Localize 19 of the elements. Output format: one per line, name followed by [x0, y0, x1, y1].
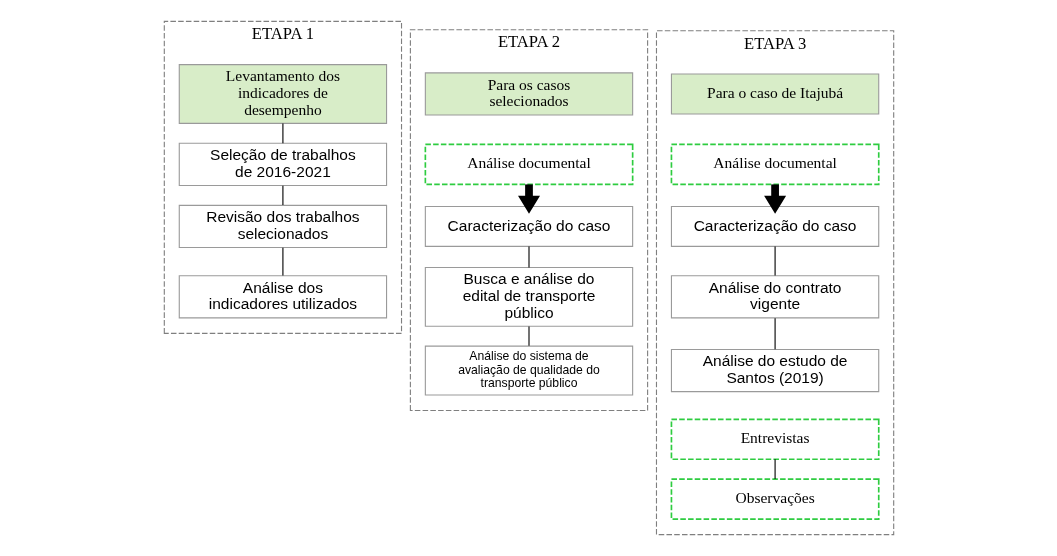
node-box: Análise documental: [424, 143, 633, 186]
node-box: Para o caso de Itajubá: [670, 73, 879, 115]
connector: [281, 123, 283, 144]
node-box: Análise do estudo de Santos (2019): [670, 348, 879, 393]
node-box: Observações: [670, 478, 880, 520]
node-box: Entrevistas: [670, 418, 880, 461]
connector: [281, 185, 283, 206]
connector: [774, 458, 776, 480]
node-box: Para os casos selecionados: [424, 72, 633, 116]
node-box: Análise do contrato vigente: [670, 275, 879, 319]
node-box: Revisão dos trabalhos selecionados: [178, 204, 387, 249]
node-box: Análise documental: [670, 143, 880, 186]
node-box: Seleção de trabalhos de 2016-2021: [178, 142, 387, 186]
node-box: Análise do sistema de avaliação de qualidade do transporte público: [424, 345, 633, 396]
node-box: Análise dos indicadores utilizados: [178, 275, 387, 319]
node-box: Levantamento dos indicadores de desempenho: [178, 64, 387, 124]
node-box: Caracterização do caso: [424, 205, 633, 247]
node-box: Caracterização do caso: [670, 205, 879, 247]
node-box: Busca e análise do edital de transporte público: [424, 266, 633, 327]
